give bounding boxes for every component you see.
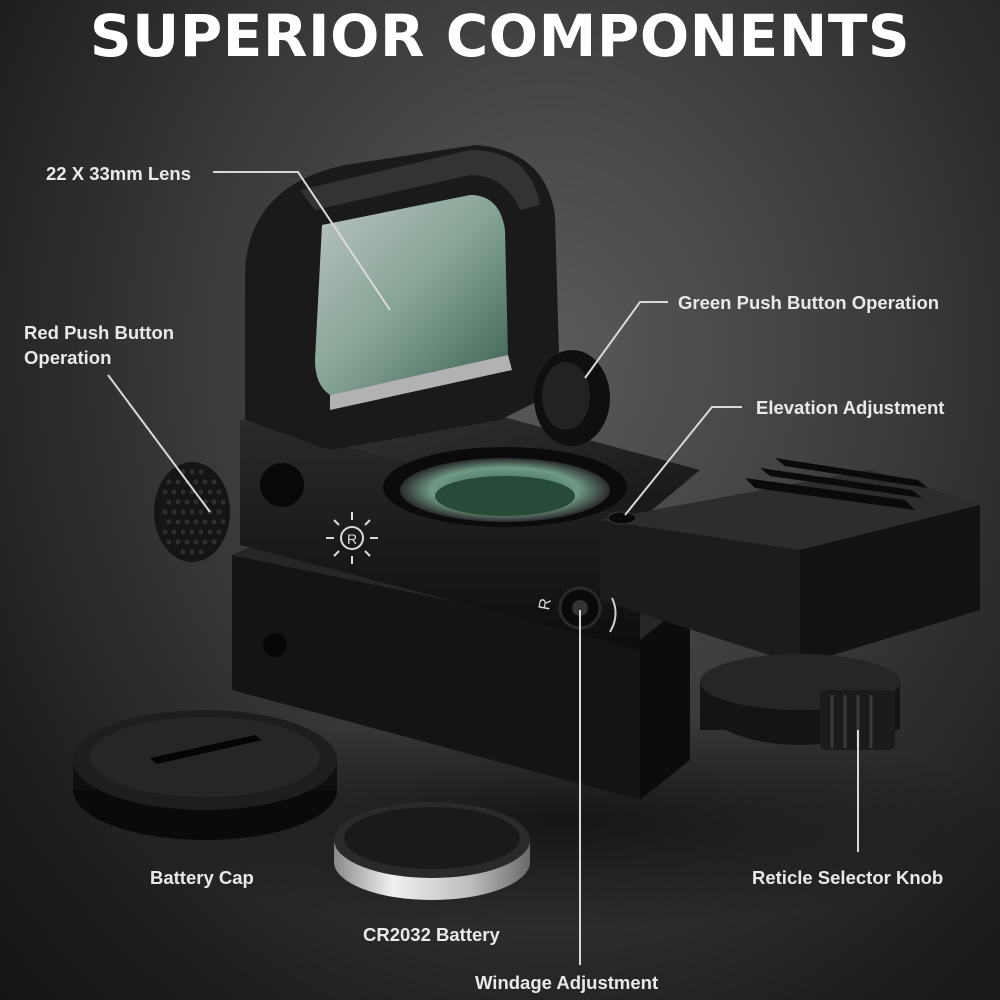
button-texture-dot (193, 539, 199, 545)
button-texture-dot (198, 529, 204, 535)
red-button-leader (107, 374, 211, 513)
button-texture-dot (220, 519, 226, 525)
callout-red-push-button-line1: Red Push Button (24, 322, 175, 343)
callout-lens: 22 X 33mm Lens (46, 163, 191, 184)
button-texture-dot (211, 539, 217, 545)
button-texture-dot (166, 539, 172, 545)
elevation-screw (607, 511, 637, 525)
button-texture-dot (198, 509, 204, 515)
button-texture-dot (184, 499, 190, 505)
button-texture-dot (184, 539, 190, 545)
button-texture-dot (211, 519, 217, 525)
green-button-leader (584, 301, 668, 379)
button-texture-dot (193, 479, 199, 485)
button-texture-dot (171, 509, 177, 515)
button-texture-dot (162, 509, 168, 515)
brightness-marking (326, 512, 378, 564)
button-texture-dot (162, 489, 168, 495)
button-texture-dot (202, 539, 208, 545)
button-texture-dot (175, 539, 181, 545)
callout-elevation-adjustment: Elevation Adjustment (756, 397, 945, 418)
windage-screw (558, 586, 617, 633)
callout-green-push-button: Green Push Button Operation (678, 292, 940, 313)
button-texture-dot (175, 499, 181, 505)
callout-red-push-button-line2: Operation (24, 347, 112, 368)
button-texture-dot (193, 499, 199, 505)
button-texture-dot (198, 549, 204, 555)
emitter-block (600, 458, 980, 665)
button-texture-dot (211, 499, 217, 505)
button-texture-dot (211, 479, 217, 485)
button-texture-dot (166, 499, 172, 505)
button-texture-dot (184, 519, 190, 525)
lens-tube (383, 447, 627, 527)
coin-battery-shape (334, 802, 530, 900)
callout-reticle-selector-knob: Reticle Selector Knob (752, 867, 944, 888)
button-texture-dot (171, 489, 177, 495)
button-texture-dot (175, 479, 181, 485)
callout-battery-cap: Battery Cap (150, 867, 254, 888)
button-texture-dot (180, 549, 186, 555)
button-texture-dot (189, 529, 195, 535)
button-texture-dot (166, 479, 172, 485)
reticle-marking: R (347, 531, 357, 547)
lens-glass (315, 195, 508, 395)
green-push-button-shape (534, 350, 610, 446)
lens-leader (213, 171, 391, 311)
button-texture-dot (193, 519, 199, 525)
button-texture-dot (202, 519, 208, 525)
battery-cap-shape (73, 710, 337, 840)
button-texture-dot (162, 529, 168, 535)
button-texture-dot (175, 519, 181, 525)
callout-cr2032-battery: CR2032 Battery (363, 924, 500, 945)
red-push-button-shape (154, 462, 230, 562)
button-texture-dot (180, 489, 186, 495)
button-texture-dot (220, 499, 226, 505)
button-texture-dot (198, 489, 204, 495)
button-texture-dot (189, 509, 195, 515)
button-texture-dot (198, 469, 204, 475)
lens-hood (245, 145, 560, 450)
button-texture-dot (180, 509, 186, 515)
windage-marking: R (536, 597, 555, 611)
page-title: SUPERIOR COMPONENTS (89, 2, 911, 70)
button-texture-dot (166, 519, 172, 525)
button-texture-dot (180, 529, 186, 535)
button-texture-dot (216, 489, 222, 495)
callout-lines (107, 171, 859, 965)
button-texture-dot (207, 489, 213, 495)
button-texture-dot (171, 529, 177, 535)
callout-red-push-button: Red Push Button Operation (24, 320, 174, 370)
elevation-leader (624, 406, 742, 516)
button-texture-dot (189, 469, 195, 475)
button-texture-dot (207, 529, 213, 535)
button-texture-dot (216, 529, 222, 535)
button-texture-dot (216, 509, 222, 515)
button-texture-dot (202, 479, 208, 485)
reticle-selector-knob-shape (700, 654, 900, 750)
callout-windage-adjustment: Windage Adjustment (475, 972, 659, 993)
button-texture-dot (189, 549, 195, 555)
